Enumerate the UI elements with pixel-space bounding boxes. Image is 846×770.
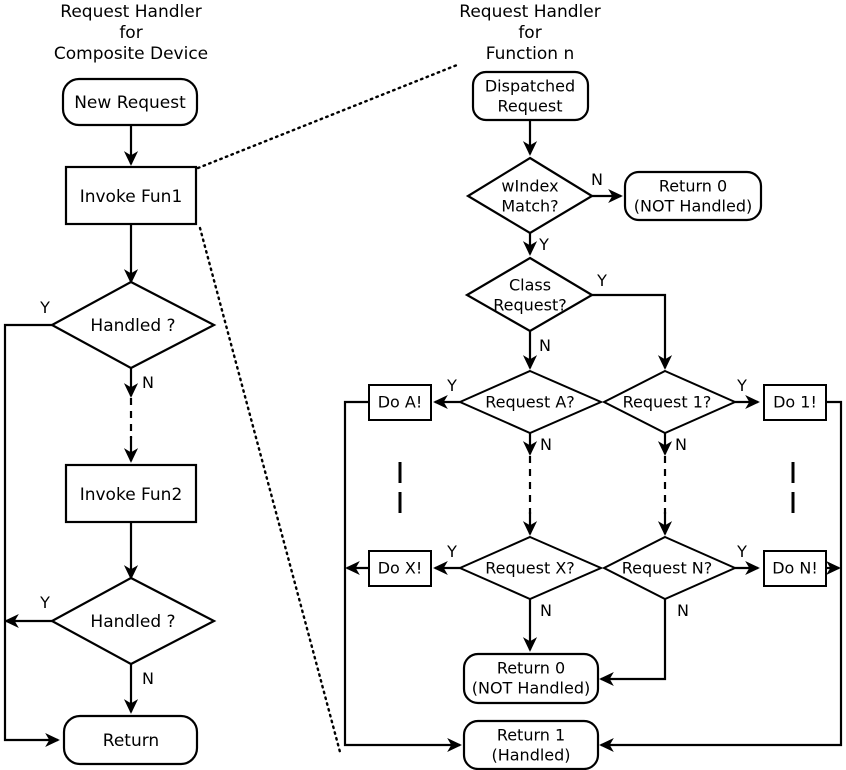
do-a-label: Do A! <box>378 393 423 412</box>
right-heading-line-2: for <box>518 23 541 43</box>
node-dispatched-request[interactable]: Dispatched Request <box>471 70 590 122</box>
node-do-n[interactable]: Do N! <box>763 550 827 587</box>
node-handled-2[interactable]: Handled ? <box>49 576 217 666</box>
label-windex-yes: Y <box>538 235 549 254</box>
node-class-request[interactable]: Class Request? <box>464 256 595 333</box>
label-request-x-yes: Y <box>446 542 457 561</box>
invoke-fun1-shape <box>64 165 198 226</box>
dispatched-request-label-line-2: Request <box>498 97 563 116</box>
node-windex-match[interactable]: wIndex Match? <box>465 156 595 235</box>
node-do-x[interactable]: Do X! <box>368 550 432 587</box>
right-heading-line-1: Request Handler <box>459 2 600 22</box>
label-handled-1-no: N <box>142 373 154 392</box>
windex-match-label-line-1: wIndex <box>501 177 558 196</box>
do-1-shape <box>763 384 827 421</box>
node-invoke-fun1[interactable]: Invoke Fun1 <box>64 165 198 226</box>
invoke-fun2-shape <box>64 463 198 524</box>
edge-handled1-yes-to-return <box>3 323 60 748</box>
connector-dotted-lower <box>198 226 342 754</box>
return0-bottom-shape <box>462 652 600 705</box>
request-a-label: Request A? <box>485 393 575 412</box>
connector-dotted-upper <box>196 63 459 170</box>
do-1-label: Do 1! <box>773 393 817 412</box>
edge-do-1-to-return1 <box>599 400 843 753</box>
edge-do-a-to-return1 <box>343 400 462 753</box>
request-n-label: Request N? <box>622 559 713 578</box>
node-return0-bottom[interactable]: Return 0 (NOT Handled) <box>462 652 600 705</box>
left-heading-line-2: for <box>119 23 142 43</box>
return0-bottom-label-line-2: (NOT Handled) <box>472 679 590 698</box>
return1-shape <box>462 719 600 770</box>
windex-match-shape <box>465 156 595 235</box>
right-column-heading: Request Handler for Function n <box>459 2 600 64</box>
return0-top-label-line-1: Return 0 <box>659 177 727 196</box>
node-return[interactable]: Return <box>62 714 199 766</box>
return-label: Return <box>103 731 159 751</box>
return0-top-label-line-2: (NOT Handled) <box>634 197 752 216</box>
label-request-n-yes: Y <box>736 542 747 561</box>
request-1-shape <box>601 369 738 435</box>
class-request-shape <box>464 256 595 333</box>
label-request-1-no: N <box>675 435 687 454</box>
return1-label-line-2: (Handled) <box>491 746 570 765</box>
return0-bottom-label-line-1: Return 0 <box>497 659 565 678</box>
label-request-n-no: N <box>677 601 689 620</box>
label-handled-2-no: N <box>142 669 154 688</box>
node-request-x[interactable]: Request X? <box>457 535 604 601</box>
new-request-label: New Request <box>74 93 186 113</box>
request-n-shape <box>601 535 738 601</box>
handled-2-shape <box>49 576 217 666</box>
dispatched-request-label-line-1: Dispatched <box>485 77 575 96</box>
label-request-a-no: N <box>540 435 552 454</box>
do-n-label: Do N! <box>772 559 818 578</box>
class-request-label-line-1: Class <box>509 276 551 295</box>
node-do-a[interactable]: Do A! <box>368 384 432 421</box>
left-heading-line-3: Composite Device <box>54 44 208 64</box>
windex-match-label-line-2: Match? <box>501 197 558 216</box>
new-request-shape <box>61 77 199 127</box>
label-class-no: N <box>539 336 551 355</box>
node-request-a[interactable]: Request A? <box>457 369 604 435</box>
left-heading-line-1: Request Handler <box>60 2 201 22</box>
label-request-x-no: N <box>540 601 552 620</box>
node-request-n[interactable]: Request N? <box>601 535 738 601</box>
request-a-shape <box>457 369 604 435</box>
handled-1-shape <box>49 280 217 370</box>
invoke-fun1-label: Invoke Fun1 <box>80 187 183 207</box>
return1-label-line-1: Return 1 <box>497 726 565 745</box>
node-return0-top[interactable]: Return 0 (NOT Handled) <box>623 170 763 222</box>
right-heading-line-3: Function n <box>486 44 575 64</box>
do-n-shape <box>763 550 827 587</box>
label-request-a-yes: Y <box>446 376 457 395</box>
handled-1-label: Handled ? <box>90 316 175 336</box>
right-column-edges <box>343 120 843 753</box>
return0-top-shape <box>623 170 763 222</box>
label-windex-no: N <box>591 170 603 189</box>
return-shape <box>62 714 199 766</box>
do-x-shape <box>368 550 432 587</box>
edge-class-yes-to-request-1 <box>592 293 673 370</box>
node-invoke-fun2[interactable]: Invoke Fun2 <box>64 463 198 524</box>
label-class-yes: Y <box>596 271 607 290</box>
node-request-1[interactable]: Request 1? <box>601 369 738 435</box>
dispatched-request-shape <box>471 70 590 122</box>
edge-request-n-no-to-return0-bottom <box>599 598 667 687</box>
class-request-label-line-2: Request? <box>493 296 566 315</box>
node-do-1[interactable]: Do 1! <box>763 384 827 421</box>
do-x-label: Do X! <box>378 559 423 578</box>
request-x-shape <box>457 535 604 601</box>
invoke-fun2-label: Invoke Fun2 <box>80 485 183 505</box>
request-1-label: Request 1? <box>623 393 712 412</box>
handled-2-label: Handled ? <box>90 612 175 632</box>
left-column-heading: Request Handler for Composite Device <box>54 2 208 64</box>
label-handled-2-yes: Y <box>39 593 50 612</box>
node-return1[interactable]: Return 1 (Handled) <box>462 719 600 770</box>
do-a-shape <box>368 384 432 421</box>
node-handled-1[interactable]: Handled ? <box>49 280 217 370</box>
node-new-request[interactable]: New Request <box>61 77 199 127</box>
label-handled-1-yes: Y <box>39 298 50 317</box>
request-x-label: Request X? <box>485 559 575 578</box>
label-request-1-yes: Y <box>736 376 747 395</box>
left-column-edges <box>3 125 139 748</box>
